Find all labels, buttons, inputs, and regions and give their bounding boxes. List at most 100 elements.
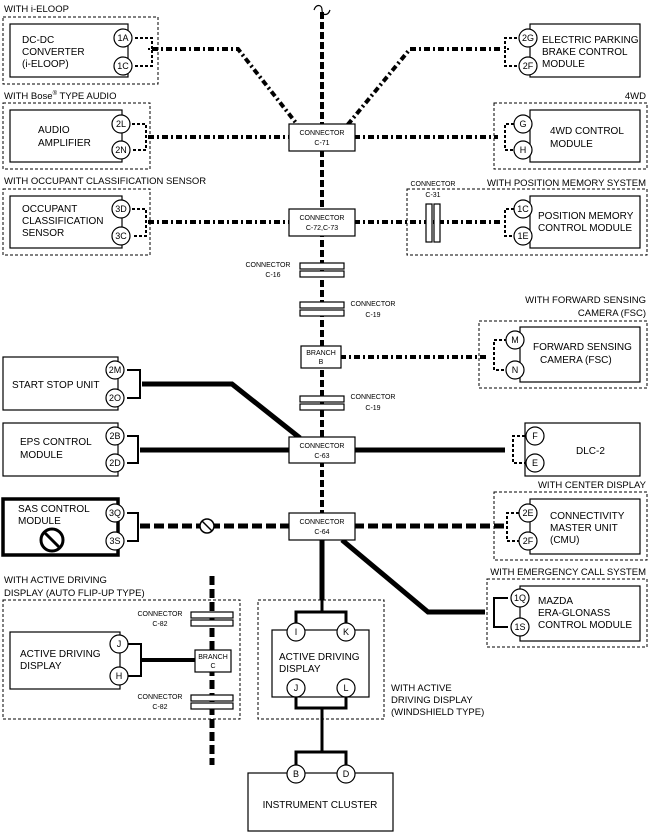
connector-label-c82b-title: CONNECTOR bbox=[138, 694, 183, 701]
module-box-4wd bbox=[529, 109, 641, 163]
group-box-emergency bbox=[486, 578, 648, 648]
branch-b bbox=[300, 345, 342, 369]
module-label-era-3: CONTROL MODULE bbox=[538, 620, 632, 631]
module-box-audio bbox=[9, 109, 123, 163]
pin-brackets bbox=[127, 37, 525, 677]
pin-label: G bbox=[519, 119, 526, 129]
connector-label-c71-title: CONNECTOR bbox=[300, 130, 345, 137]
group-label-eloop: WITH i-ELOOP bbox=[4, 4, 69, 15]
module-label-dlc: DLC-2 bbox=[576, 446, 605, 457]
pin-label: 1C bbox=[117, 61, 129, 71]
module-label-fsc-2: CAMERA (FSC) bbox=[540, 355, 612, 366]
pin-label: 2D bbox=[109, 458, 121, 468]
pin-label: N bbox=[512, 365, 519, 375]
module-box-epb bbox=[529, 23, 641, 78]
connector-c19a-b bbox=[299, 309, 345, 317]
pin-label: I bbox=[295, 627, 298, 637]
group-box-posmem bbox=[406, 188, 648, 256]
pin-label: J bbox=[294, 683, 299, 693]
connector-c19b-a bbox=[299, 395, 345, 403]
connector-c82a-a bbox=[190, 611, 234, 619]
pin-label: 2M bbox=[109, 365, 122, 375]
module-box-eps bbox=[2, 422, 119, 477]
connector-c31-a bbox=[425, 203, 433, 243]
pin-label: F bbox=[532, 431, 538, 441]
connector-c19b-b bbox=[299, 403, 345, 411]
pin-label: 2E bbox=[522, 508, 533, 518]
prohibited-small-icon bbox=[199, 518, 215, 534]
connector-label-c16-title: CONNECTOR bbox=[246, 262, 291, 269]
module-label-sas-1: SAS CONTROL bbox=[18, 504, 90, 515]
module-label-adw-1: ACTIVE DRIVING bbox=[279, 652, 360, 663]
group-label-center-display: WITH CENTER DISPLAY bbox=[538, 480, 647, 491]
module-label-era-2: ERA-GLONASS bbox=[538, 608, 611, 619]
connector-c7273 bbox=[288, 208, 356, 237]
module-box-dcdc bbox=[9, 23, 129, 78]
connector-c82a-b bbox=[190, 619, 234, 627]
group-label-adw-line2: DRIVING DISPLAY bbox=[391, 695, 473, 706]
group-box-ocs bbox=[2, 188, 151, 256]
branch-c bbox=[194, 649, 232, 673]
connector-label-c7273-id: C-72,C-73 bbox=[306, 225, 338, 232]
connector-label-c63-title: CONNECTOR bbox=[300, 443, 345, 450]
connector-label-c16-id: C-16 bbox=[265, 272, 280, 279]
module-box-posmem bbox=[529, 195, 641, 249]
pin-label: 3D bbox=[115, 204, 127, 214]
wire-startstop bbox=[142, 381, 302, 440]
connector-label-c64-title: CONNECTOR bbox=[300, 519, 345, 526]
pin-label: K bbox=[343, 627, 349, 637]
pin-label: J bbox=[117, 639, 122, 649]
module-label-epb-2: BRAKE CONTROL bbox=[542, 47, 628, 58]
connector-c82b-a bbox=[190, 694, 234, 702]
connector-c31-b bbox=[433, 203, 441, 243]
module-box-era bbox=[519, 585, 641, 642]
pin-label: 3C bbox=[115, 231, 127, 241]
branch-c-label-id: C bbox=[210, 663, 215, 670]
pin-label: 1Q bbox=[514, 593, 526, 603]
group-label-posmem: WITH POSITION MEMORY SYSTEM bbox=[487, 178, 646, 189]
module-box-dlc bbox=[524, 422, 641, 477]
module-label-eps-2: MODULE bbox=[20, 450, 63, 461]
branch-b-label-id: B bbox=[319, 359, 324, 366]
group-labels: WITH i-ELOOP WITH Bose® TYPE AUDIO 4WD W… bbox=[4, 4, 647, 718]
module-label-audio-1: AUDIO bbox=[38, 125, 70, 136]
module-label-sas-2: MODULE bbox=[18, 516, 61, 527]
group-box-bose bbox=[2, 102, 151, 170]
module-label-dcdc-2: CONVERTER bbox=[22, 47, 85, 58]
module-label-posmem-2: CONTROL MODULE bbox=[538, 223, 632, 234]
wire-adw-bottom bbox=[294, 697, 348, 765]
pin-label: D bbox=[343, 769, 350, 779]
connector-c16-a bbox=[299, 262, 345, 270]
module-label-eps-1: EPS CONTROL bbox=[20, 437, 92, 448]
connector-label-c64-id: C-64 bbox=[314, 529, 329, 536]
group-label-ocs: WITH OCCUPANT CLASSIFICATION SENSOR bbox=[4, 176, 206, 187]
group-box-auto-flip bbox=[2, 599, 241, 720]
pin-label: 1E bbox=[517, 231, 528, 241]
module-label-epb-1: ELECTRIC PARKING bbox=[542, 35, 639, 46]
module-box-startstop bbox=[2, 356, 119, 411]
connector-c19a-a bbox=[299, 301, 345, 309]
wire-era bbox=[340, 538, 485, 615]
module-label-adw-2: DISPLAY bbox=[279, 664, 321, 675]
connector-label-c82a-title: CONNECTOR bbox=[138, 611, 183, 618]
module-label-adf-1: ACTIVE DRIVING bbox=[20, 649, 101, 660]
pin-label: H bbox=[116, 671, 123, 681]
group-box-windshield bbox=[257, 599, 385, 720]
connector-label-c82a-id: C-82 bbox=[152, 621, 167, 628]
connector-label-c19b-id: C-19 bbox=[365, 405, 380, 412]
option-groups bbox=[2, 16, 648, 720]
module-box-adf bbox=[9, 631, 121, 690]
pin-label: E bbox=[532, 458, 538, 468]
module-box-fsc bbox=[519, 326, 641, 383]
pin-label: 2L bbox=[116, 119, 126, 129]
module-label-startstop: START STOP UNIT bbox=[12, 380, 99, 391]
connector-c64 bbox=[288, 512, 356, 541]
connector-c82b-b bbox=[190, 702, 234, 710]
branch-b-label-title: BRANCH bbox=[306, 350, 336, 357]
wire-epb bbox=[343, 47, 500, 130]
pin-label: 2F bbox=[523, 61, 534, 71]
module-labels: DC-DC CONVERTER (i-ELOOP) ELECTRIC PARKI… bbox=[12, 35, 639, 811]
module-label-cmu-3: (CMU) bbox=[550, 535, 579, 546]
pin-label: 2B bbox=[109, 431, 120, 441]
module-label-audio-2: AMPLIFIER bbox=[38, 138, 91, 149]
